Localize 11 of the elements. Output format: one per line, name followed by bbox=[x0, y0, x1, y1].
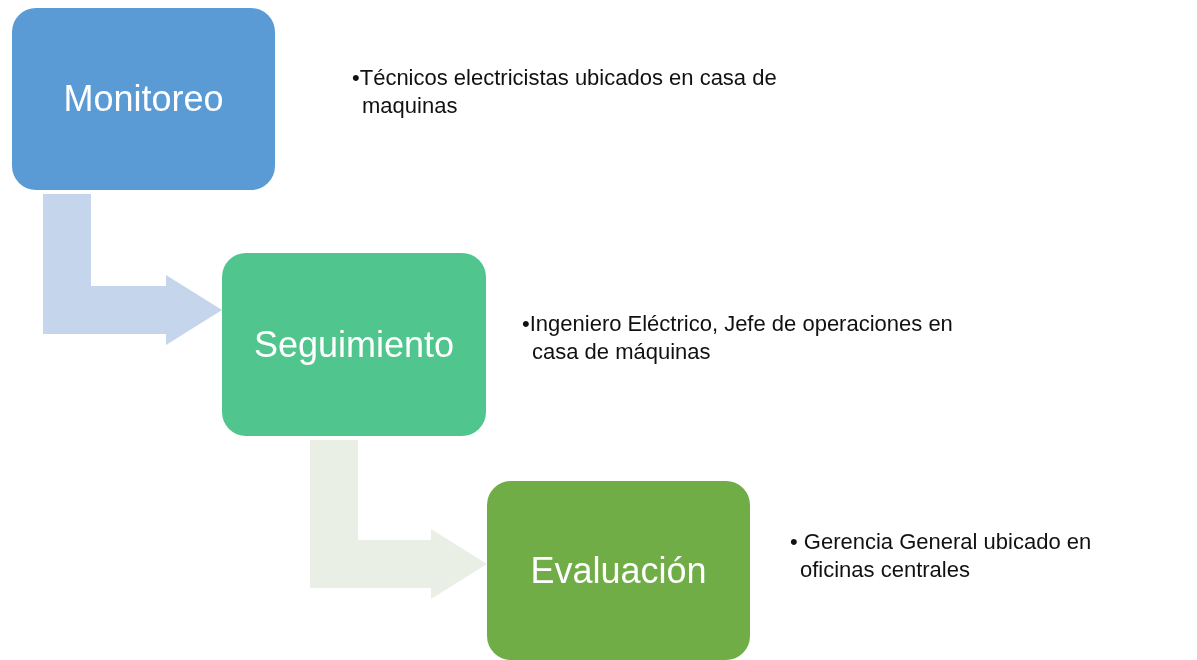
step-label: Seguimiento bbox=[253, 323, 455, 366]
process-box bbox=[487, 481, 750, 660]
bullet-text: •Técnicos electricistas ubicados en casa de maquinas bbox=[352, 64, 778, 119]
process-box bbox=[222, 253, 486, 436]
step-label: Monitoreo bbox=[63, 78, 224, 120]
step-label: Evaluación bbox=[530, 549, 707, 592]
bent-arrow bbox=[310, 440, 487, 599]
bullet-text: •Ingeniero Eléctrico, Jefe de operaciones en casa de máquinas bbox=[522, 310, 954, 365]
bent-arrow bbox=[43, 194, 222, 345]
process-box bbox=[12, 8, 275, 190]
bullet-text: • Gerencia General ubicado en oficinas centrales bbox=[790, 528, 1093, 583]
